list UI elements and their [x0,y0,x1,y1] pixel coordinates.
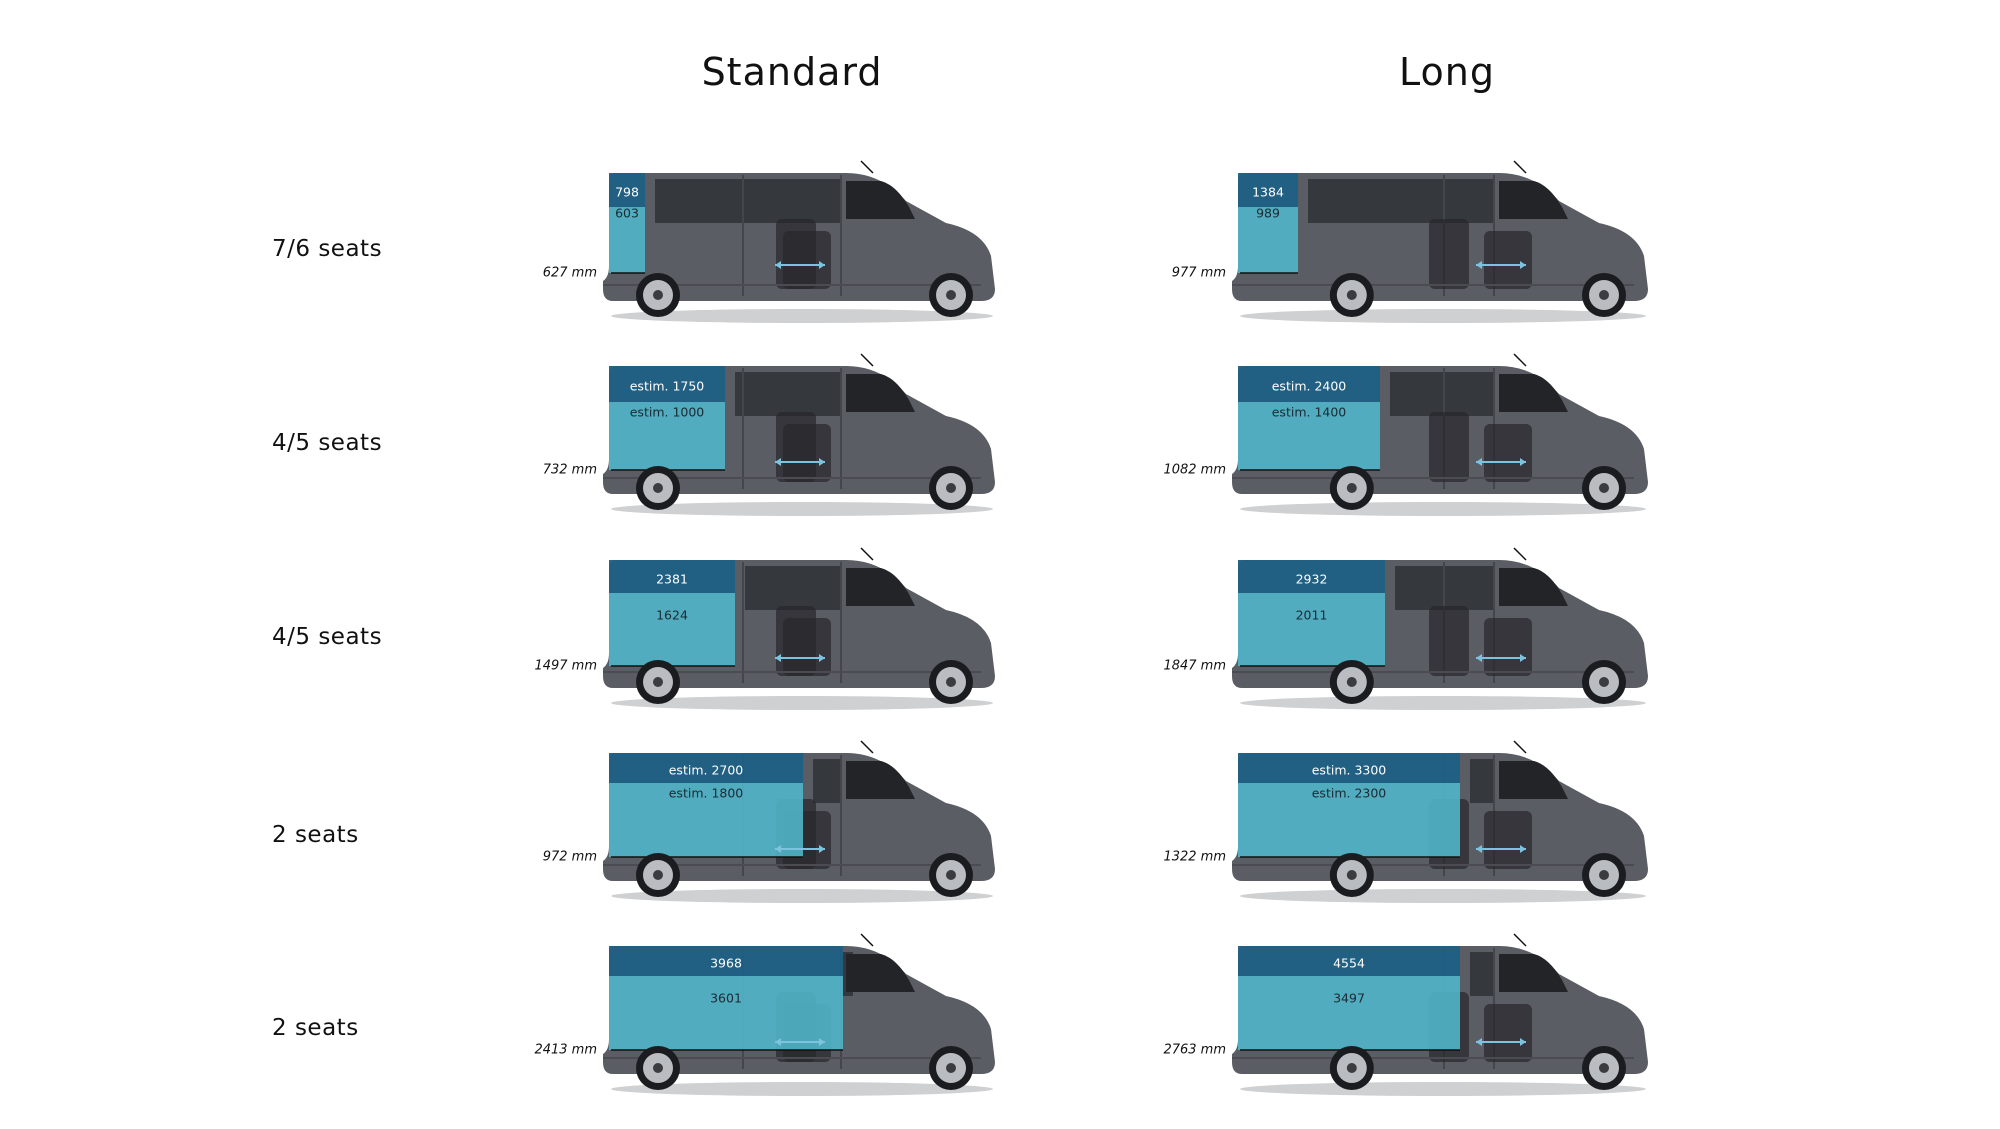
volume-to-roof: estim. 3300 [1311,762,1387,778]
load-length-label: 972 mm [542,849,597,865]
volume-to-floor: 989 [1256,205,1280,221]
load-length-label: 1497 mm [534,658,597,674]
volume-to-floor: 3497 [1333,990,1365,1006]
volume-to-roof: estim. 1750 [629,378,705,394]
van-long-row-4 [1232,740,1654,911]
volume-to-roof: estim. 2400 [1271,378,1347,394]
van-standard-row-4 [603,740,1001,911]
load-length-label: 2413 mm [534,1042,597,1058]
volume-to-roof: 3968 [710,955,742,971]
volume-to-floor: estim. 1800 [668,785,744,801]
van-illustration [603,547,995,710]
volume-to-roof: 798 [615,184,639,200]
volume-to-floor: estim. 2300 [1311,785,1387,801]
volume-to-roof: 1384 [1252,184,1284,200]
volume-to-floor: 2011 [1295,607,1328,623]
column-title-long: Long [1399,50,1495,94]
van-illustration [1232,547,1648,710]
volume-to-floor: 603 [615,205,639,221]
load-length-label: 2763 mm [1163,1042,1226,1058]
column-title-standard: Standard [701,50,883,94]
van-illustration [603,160,995,323]
load-length-label: 1322 mm [1163,849,1226,865]
van-standard-row-3 [603,547,1001,718]
van-illustration [1232,740,1648,903]
van-illustration [603,740,995,903]
van-long-row-2 [1232,353,1654,524]
van-long-row-3 [1232,547,1654,718]
load-length-label: 627 mm [542,265,597,281]
load-length-label: 732 mm [542,462,597,478]
volume-to-floor: estim. 1400 [1271,404,1347,420]
van-illustration [603,353,995,516]
row-label-3: 4/5 seats [272,624,383,650]
van-standard-row-5 [603,933,1001,1104]
load-length-label: 1847 mm [1163,658,1226,674]
volume-to-floor: estim. 1000 [629,404,705,420]
load-length-label: 977 mm [1171,265,1226,281]
van-illustration [1232,933,1648,1096]
van-illustration [1232,160,1648,323]
volume-to-floor: 3601 [710,990,742,1006]
volume-to-roof: estim. 2700 [668,762,744,778]
row-label-2: 4/5 seats [272,430,383,456]
volume-to-roof: 4554 [1333,955,1365,971]
van-standard-row-1 [603,160,1001,331]
van-standard-row-2 [603,353,1001,524]
volume-to-floor: 1624 [656,607,688,623]
van-illustration [603,933,995,1096]
row-label-1: 7/6 seats [272,236,383,262]
van-long-row-1 [1232,160,1654,331]
volume-to-roof: 2932 [1295,571,1328,586]
van-illustration [1232,353,1648,516]
row-label-5: 2 seats [272,1015,359,1041]
row-label-4: 2 seats [272,822,359,848]
van-long-row-5 [1232,933,1654,1104]
volume-to-roof: 2381 [656,571,688,586]
load-length-label: 1082 mm [1163,462,1226,478]
